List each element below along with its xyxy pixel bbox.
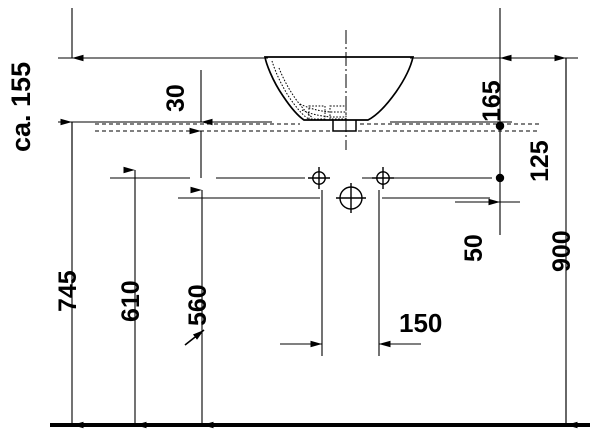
- hidden-counter-lines: [95, 123, 540, 132]
- dim-label-ca155: ca. 155: [6, 61, 36, 152]
- dim-label-50: 50: [460, 234, 488, 262]
- dim-label-560: 560: [184, 284, 212, 326]
- wall-fixing-point-upper: [495, 121, 505, 131]
- tap-hole-small-right: [372, 167, 394, 189]
- dim-560-leader: [184, 329, 205, 346]
- dim-label-150: 150: [399, 308, 443, 338]
- drain-outlet: [332, 120, 357, 132]
- basin-profile: [263, 56, 415, 121]
- dim-label-610: 610: [117, 280, 145, 322]
- dim-label-745: 745: [54, 270, 82, 312]
- tap-hole-large-center: [336, 183, 366, 213]
- dim-label-165: 165: [478, 80, 506, 122]
- wall-fixing-point-lower: [495, 173, 505, 183]
- dim-label-900: 900: [548, 230, 576, 272]
- basin-inner-detail: [271, 60, 347, 120]
- dim-label-125: 125: [526, 140, 554, 182]
- dim-label-30: 30: [162, 84, 190, 112]
- tap-hole-small-left: [308, 167, 330, 189]
